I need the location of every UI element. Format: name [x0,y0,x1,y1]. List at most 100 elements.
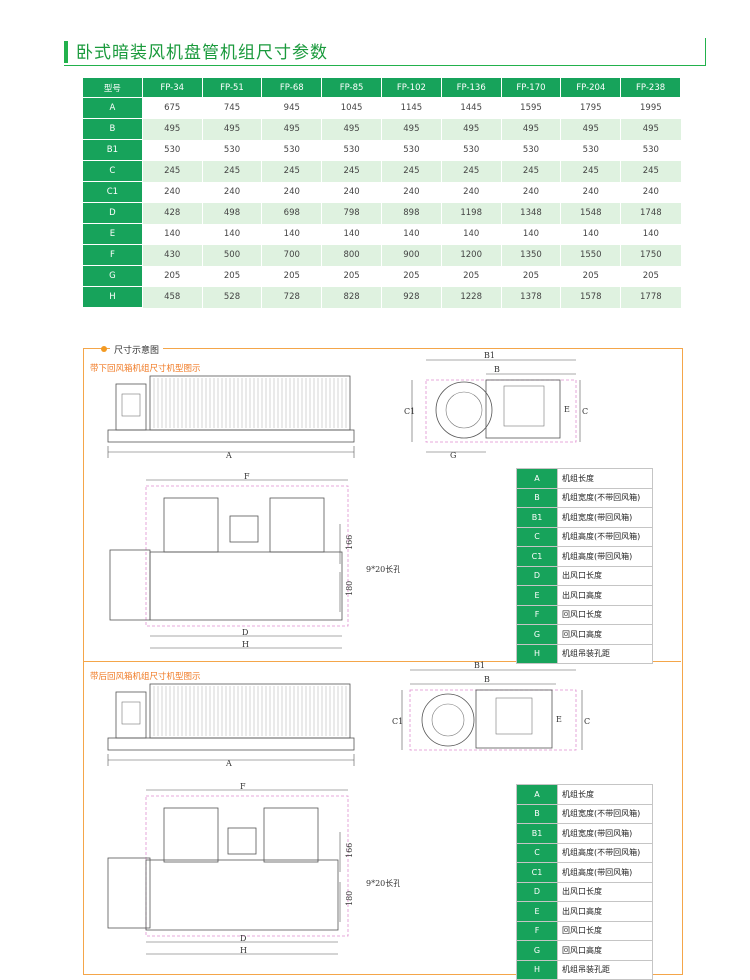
table-cell: 205 [440,265,502,287]
legend-desc: 出风口长度 [557,565,653,586]
table-cell: 205 [321,265,382,287]
table-cell: 245 [261,160,322,182]
table-cell: 245 [620,160,681,182]
table-cell: 205 [141,265,203,287]
header-model-col: FP-85 [321,77,382,98]
legend-desc: 出风口高度 [557,585,653,606]
table-cell: 530 [141,139,203,161]
legend-key: C [516,526,558,547]
table-cell: 900 [380,244,442,266]
header-model-col: FP-102 [380,77,442,98]
table-cell: 140 [440,223,502,245]
front-view-1: A [107,375,355,460]
table-cell: 530 [321,139,382,161]
top-view-1: F 166 180 9*20长孔 D H [109,472,400,649]
section-bullet [101,346,107,352]
table-cell: 700 [261,244,322,266]
header-model-col: FP-204 [560,77,622,98]
dim-166-2: 166 [345,843,354,858]
legend-desc: 机组高度(不带回风箱) [557,842,653,863]
table-cell: 240 [141,181,203,203]
table-cell: 245 [560,160,621,182]
table-cell: 240 [321,181,382,203]
legend-key: G [516,624,558,645]
table-cell: 240 [560,181,621,203]
row-label: C1 [82,181,143,203]
legend-desc: 机组长度 [557,468,653,489]
hole-label-1: 9*20长孔 [366,564,400,574]
table-cell: 530 [620,139,681,161]
dim-180-1: 180 [345,581,354,596]
legend-key: B1 [516,507,558,528]
table-cell: 745 [201,97,262,119]
header-model-col: FP-170 [500,77,562,98]
table-cell: 1748 [620,202,681,224]
table-cell: 1548 [560,202,621,224]
table-cell: 495 [201,118,262,140]
legend-desc: 机组宽度(带回风箱) [557,823,653,844]
legend-desc: 机组宽度(不带回风箱) [557,487,653,508]
table-cell: 530 [201,139,262,161]
table-cell: 1750 [620,244,681,266]
table-cell: 530 [500,139,561,161]
dim-d-1: D [242,628,248,637]
legend-desc: 机组宽度(不带回风箱) [557,803,653,824]
header-model-col: FP-68 [261,77,323,98]
table-cell: 945 [261,97,322,119]
dim-b-2: B [484,675,490,684]
dim-180-2: 180 [345,891,354,906]
side-view-2: B1 B C1 C E [392,661,590,751]
table-cell: 140 [380,223,442,245]
table-cell: 428 [141,202,203,224]
table-cell: 1200 [440,244,502,266]
legend-desc: 回风口高度 [557,624,653,645]
table-cell: 1045 [321,97,382,119]
title-bar: 卧式暗装风机盘管机组尺寸参数 [64,38,706,66]
table-cell: 1445 [440,97,502,119]
table-cell: 1595 [500,97,561,119]
table-cell: 240 [261,181,322,203]
diagram-section-title: 尺寸示意图 [110,343,164,356]
legend-key: B1 [516,823,558,844]
table-cell: 1350 [500,244,561,266]
table-cell: 495 [321,118,382,140]
legend-desc: 机组高度(带回风箱) [557,546,653,567]
table-cell: 1795 [560,97,621,119]
diagram-divider [83,661,681,662]
legend-desc: 机组吊装孔距 [557,643,653,664]
dim-b1-1: B1 [484,351,495,360]
legend-key: F [516,604,558,625]
legend-desc: 机组高度(不带回风箱) [557,526,653,547]
table-cell: 1995 [620,97,681,119]
top-view-2: F 166 180 9*20长孔 D H [107,782,400,955]
table-cell: 800 [321,244,382,266]
row-label: F [82,244,143,266]
table-cell: 1550 [560,244,621,266]
table-cell: 928 [380,286,442,308]
dim-b-1: B [494,365,500,374]
legend-key: D [516,881,558,902]
header-model-col: FP-238 [620,77,681,98]
table-cell: 245 [500,160,561,182]
table-cell: 898 [380,202,442,224]
legend-key: E [516,585,558,606]
table-cell: 1348 [500,202,561,224]
legend-desc: 机组长度 [557,784,653,805]
table-cell: 1228 [440,286,502,308]
table-cell: 500 [201,244,262,266]
table-cell: 140 [560,223,621,245]
table-cell: 675 [141,97,203,119]
table-cell: 240 [380,181,442,203]
dim-c-2: C [584,717,590,726]
